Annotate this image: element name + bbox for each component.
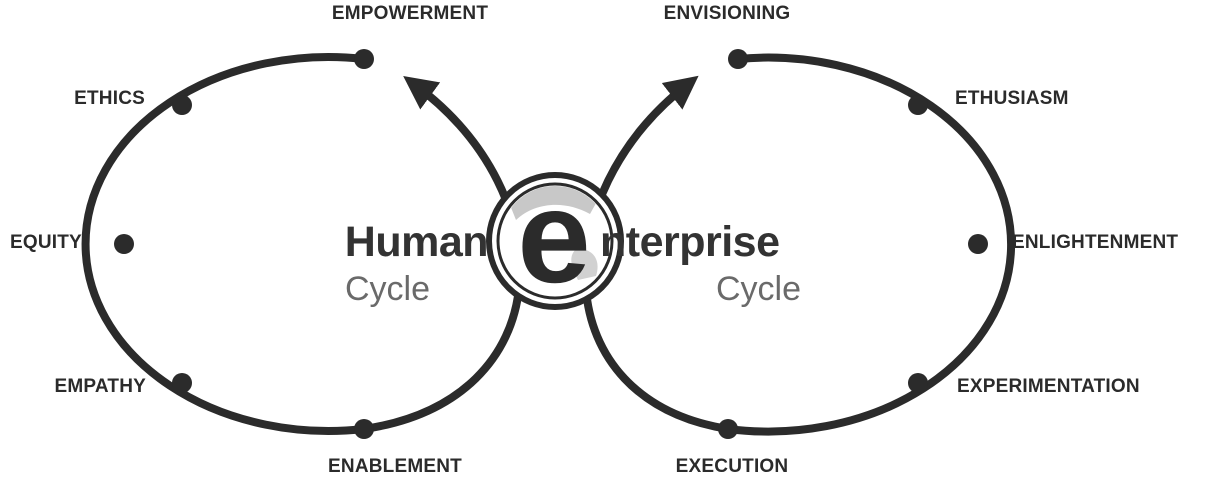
node-dot-ethics [172,95,192,115]
logo-letter: e [517,163,590,310]
left-cycle-title: Human [344,218,489,266]
label-equity: EQUITY [10,232,82,253]
label-enlightenment: ENLIGHTENMENT [1012,232,1179,253]
label-empathy: EMPATHY [54,376,146,397]
node-dot-enlightenment [968,234,988,254]
node-dot-enablement [354,419,374,439]
enterprise-e-logo: e [486,163,624,310]
right-cycle-subtitle: Cycle [716,270,802,308]
node-dot-experimentation [908,373,928,393]
node-dot-execution [718,419,738,439]
label-ethusiasm: ETHUSIASM [955,88,1069,109]
left-cycle-arc [81,53,368,435]
label-execution: EXECUTION [675,456,789,477]
label-experimentation: EXPERIMENTATION [957,376,1140,397]
right-cycle-arc [724,53,1016,436]
node-dot-equity [114,234,134,254]
label-envisioning: ENVISIONING [663,3,791,24]
label-empowerment: EMPOWERMENT [331,3,489,24]
node-dot-envisioning [728,49,748,69]
node-dot-empowerment [354,49,374,69]
label-enablement: ENABLEMENT [328,456,462,477]
left-cycle-subtitle: Cycle [344,270,430,308]
label-ethics: ETHICS [74,88,145,109]
right-cycle-title: nterprise [600,218,780,266]
node-dot-ethusiasm [908,95,928,115]
node-dot-empathy [172,373,192,393]
